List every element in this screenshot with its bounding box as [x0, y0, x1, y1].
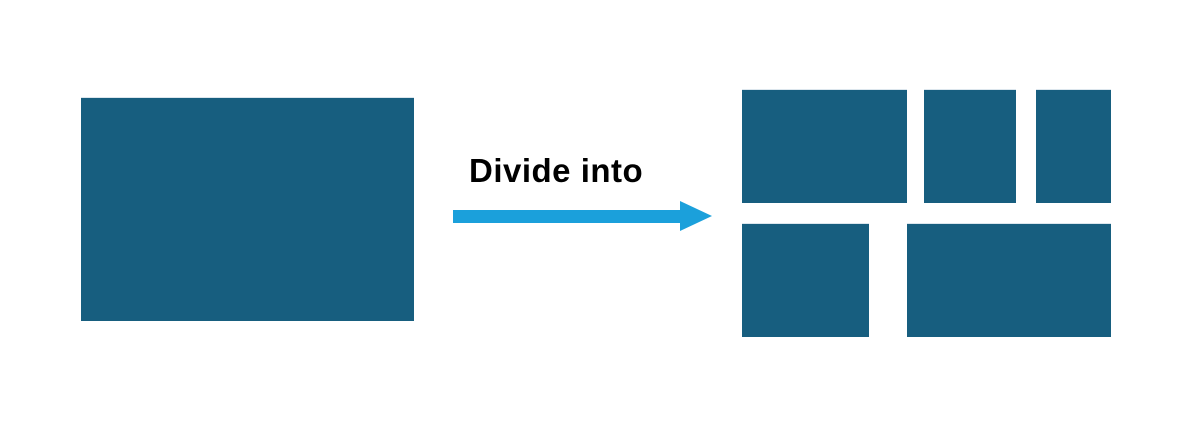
arrow-head	[680, 201, 712, 231]
divided-piece	[1036, 90, 1111, 203]
arrow-label: Divide into	[469, 152, 644, 189]
divided-piece	[742, 224, 869, 337]
divided-piece	[742, 90, 907, 203]
arrow-stem	[453, 210, 681, 223]
divided-piece	[924, 90, 1016, 203]
right-arrow-icon	[453, 201, 712, 231]
source-block	[81, 98, 414, 321]
divided-piece	[907, 224, 1111, 337]
